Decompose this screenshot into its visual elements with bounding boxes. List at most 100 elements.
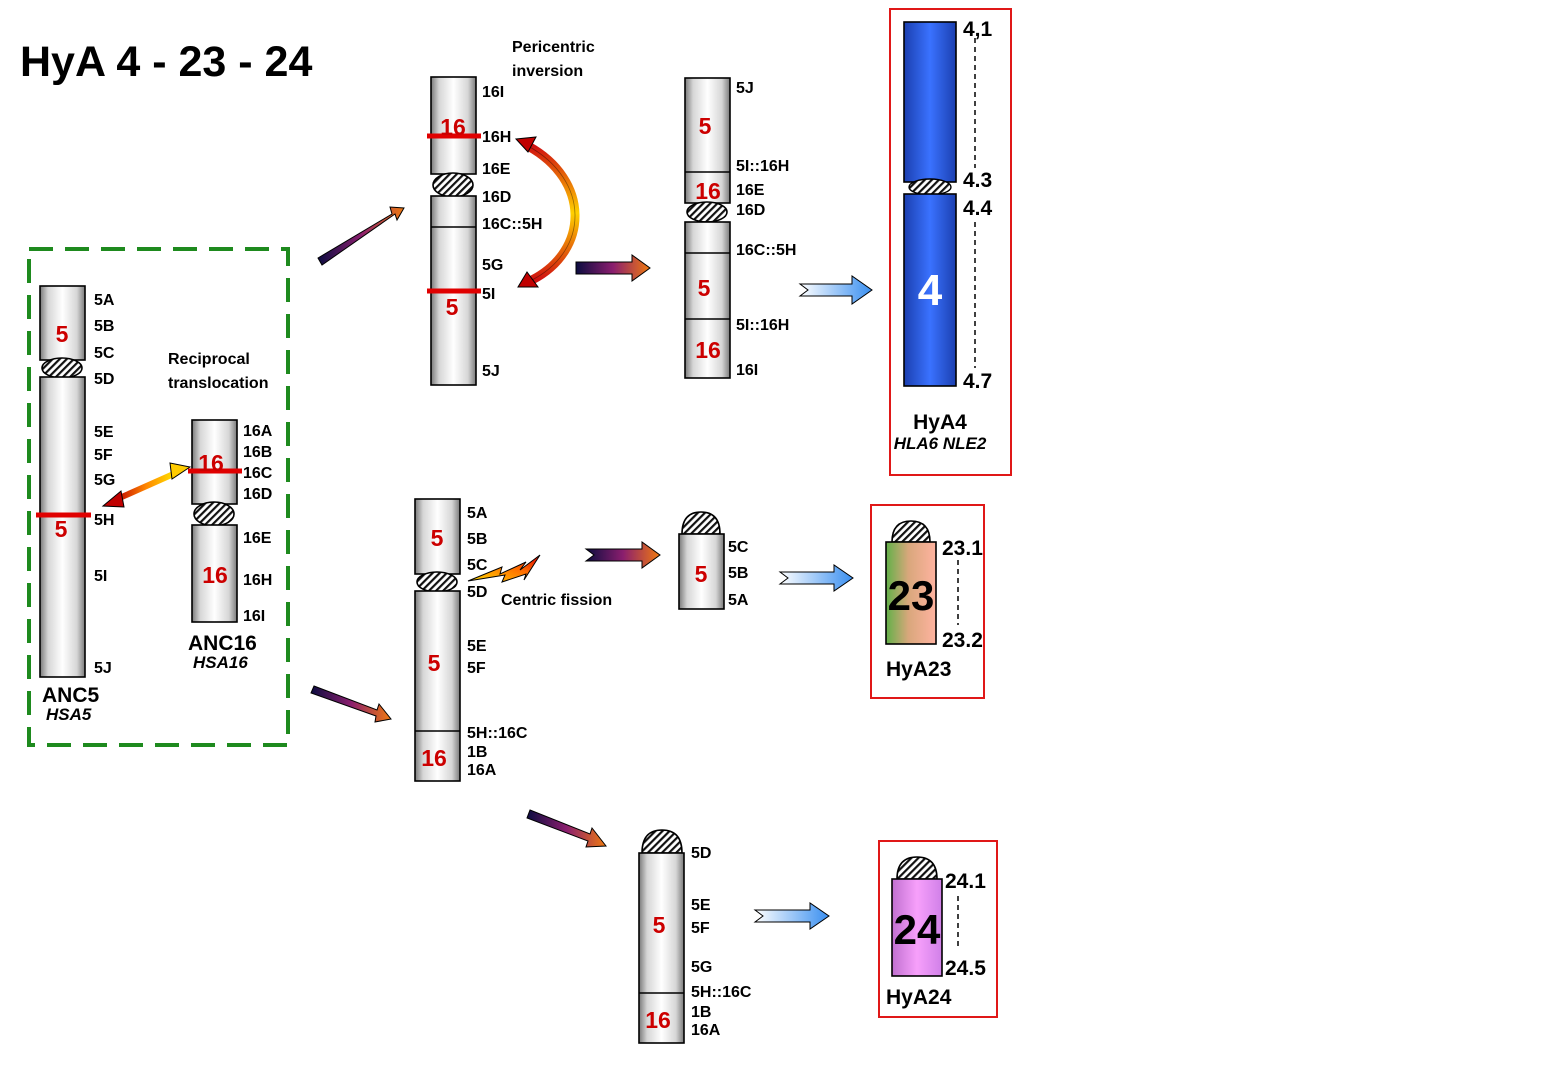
hya24-chromosome: 24 xyxy=(891,856,943,977)
hya24-arm xyxy=(891,878,943,977)
small-fission-segment-label: 5 xyxy=(695,561,708,587)
band-label: 5A xyxy=(467,505,488,522)
band-label: 16B xyxy=(243,444,272,461)
band-label: 16C xyxy=(243,465,273,482)
band-label: 5A xyxy=(728,592,749,609)
band-label: 5B xyxy=(94,318,114,335)
anc5-centromere xyxy=(41,357,83,379)
inverted-chromosome: 5 16 5 16 xyxy=(684,77,731,379)
band-label: 5I::16H xyxy=(736,317,789,334)
hya4-p-arm xyxy=(903,21,957,183)
band-label: 16D xyxy=(736,202,765,219)
anc5-segment-label-p: 5 xyxy=(56,321,69,347)
band-label: 16H xyxy=(482,129,511,146)
translocated-a-centromere xyxy=(432,172,474,198)
hya4-band-label: 4,1 xyxy=(963,18,993,41)
band-label: 1B xyxy=(691,1004,711,1021)
band-label: 16D xyxy=(243,486,272,503)
band-label: 5C xyxy=(728,539,749,556)
band-label: 16I xyxy=(482,84,504,101)
anc5-segment-label-q: 5 xyxy=(55,516,68,542)
hya4-chromosome: 4 xyxy=(903,21,957,387)
hya23-chromosome: 23 xyxy=(885,520,937,645)
hya24-box xyxy=(878,840,998,1018)
inverted-segment-label: 16 xyxy=(695,337,721,363)
anc16-segment-label-q: 16 xyxy=(202,562,228,588)
translocated-b-segment-label: 5 xyxy=(431,525,444,551)
hya4-genes: HLA6 NLE2 xyxy=(894,434,987,453)
hya23-name: HyA23 xyxy=(886,658,951,681)
translocated-b-q-arm xyxy=(414,590,461,782)
anc16-centromere xyxy=(193,501,235,527)
band-label: 5G xyxy=(482,257,503,274)
band-label: 16C::5H xyxy=(482,216,542,233)
anc16-name: ANC16 xyxy=(188,632,257,655)
band-label: 16C::5H xyxy=(736,242,796,259)
large-fission-segment-label: 5 xyxy=(653,912,666,938)
large-fission-chromosome: 5 16 xyxy=(638,829,685,1044)
large-fission-centromere-cap xyxy=(641,829,683,854)
small-fission-chromosome: 5 xyxy=(678,511,725,610)
band-label: 5D xyxy=(691,845,711,862)
reciprocal-translocation-label-2: translocation xyxy=(168,375,268,392)
inverted-segment-label: 5 xyxy=(698,275,711,301)
anc16-p-arm xyxy=(191,419,238,505)
inverted-segment-label: 5 xyxy=(699,113,712,139)
band-label: 16E xyxy=(482,161,511,178)
band-label: 16H xyxy=(243,572,272,589)
arrow-to-hya4 xyxy=(798,275,873,305)
hya4-band-label: 4.3 xyxy=(963,169,992,192)
hya24-centromere-cap xyxy=(896,856,938,880)
band-label: 16I xyxy=(243,608,265,625)
band-label: 16I xyxy=(736,362,758,379)
translocated-chromosome-a: 16 5 xyxy=(427,76,481,386)
band-label: 16E xyxy=(243,530,272,547)
hya4-q-arm xyxy=(903,193,957,387)
arrow-to-small-fission xyxy=(584,541,661,569)
anc5-human-homolog: HSA5 xyxy=(46,705,92,724)
hya23-band-label: 23.2 xyxy=(942,629,983,652)
diagram-title: HyA 4 - 23 - 24 xyxy=(20,38,312,86)
band-label: 5C xyxy=(467,557,488,574)
anc16-segment-label-p: 16 xyxy=(198,450,224,476)
hya24-band-label: 24.1 xyxy=(945,870,986,893)
anc5-name: ANC5 xyxy=(42,684,99,707)
band-label: 5D xyxy=(467,584,487,601)
band-label: 5E xyxy=(467,638,487,655)
band-label: 5B xyxy=(728,565,748,582)
hya23-number: 23 xyxy=(888,572,935,619)
hya23-box xyxy=(870,504,985,699)
translocated-a-segment-label: 16 xyxy=(440,114,466,140)
hya23-band-label: 23.1 xyxy=(942,537,983,560)
hya24-band-label: 24.5 xyxy=(945,957,986,980)
inverted-segment-label: 16 xyxy=(695,178,721,204)
pericentric-inversion-label-1: Pericentric xyxy=(512,39,595,56)
anc5-q-arm xyxy=(39,376,86,678)
arrow-to-hya24 xyxy=(753,902,830,930)
anc5-chromosome: 5 5 xyxy=(36,285,91,678)
reciprocal-translocation-arrow xyxy=(101,462,192,508)
band-label: 16D xyxy=(482,189,511,206)
hya4-name: HyA4 xyxy=(913,411,967,434)
band-label: 5B xyxy=(467,531,487,548)
band-label: 16A xyxy=(467,762,497,779)
small-fission-centromere-cap xyxy=(681,511,721,535)
band-label: 5H xyxy=(94,512,114,529)
band-label: 16A xyxy=(243,423,273,440)
band-label: 5F xyxy=(467,660,486,677)
hya23-arm xyxy=(885,541,937,645)
band-label: 5G xyxy=(691,959,712,976)
band-label: 5D xyxy=(94,371,114,388)
band-label: 5F xyxy=(94,447,113,464)
band-label: 5J xyxy=(736,80,754,97)
hya4-centromere xyxy=(908,178,952,196)
arrow-to-inverted xyxy=(575,254,651,282)
ancestral-group-box xyxy=(27,247,290,747)
translocated-b-segment-label: 16 xyxy=(421,745,447,771)
arrow-to-large-fission xyxy=(526,809,607,848)
band-label: 5E xyxy=(691,897,711,914)
reciprocal-translocation-label-1: Reciprocal xyxy=(168,351,250,368)
band-label: 5J xyxy=(94,660,112,677)
pericentric-inversion-label-2: inversion xyxy=(512,63,583,80)
